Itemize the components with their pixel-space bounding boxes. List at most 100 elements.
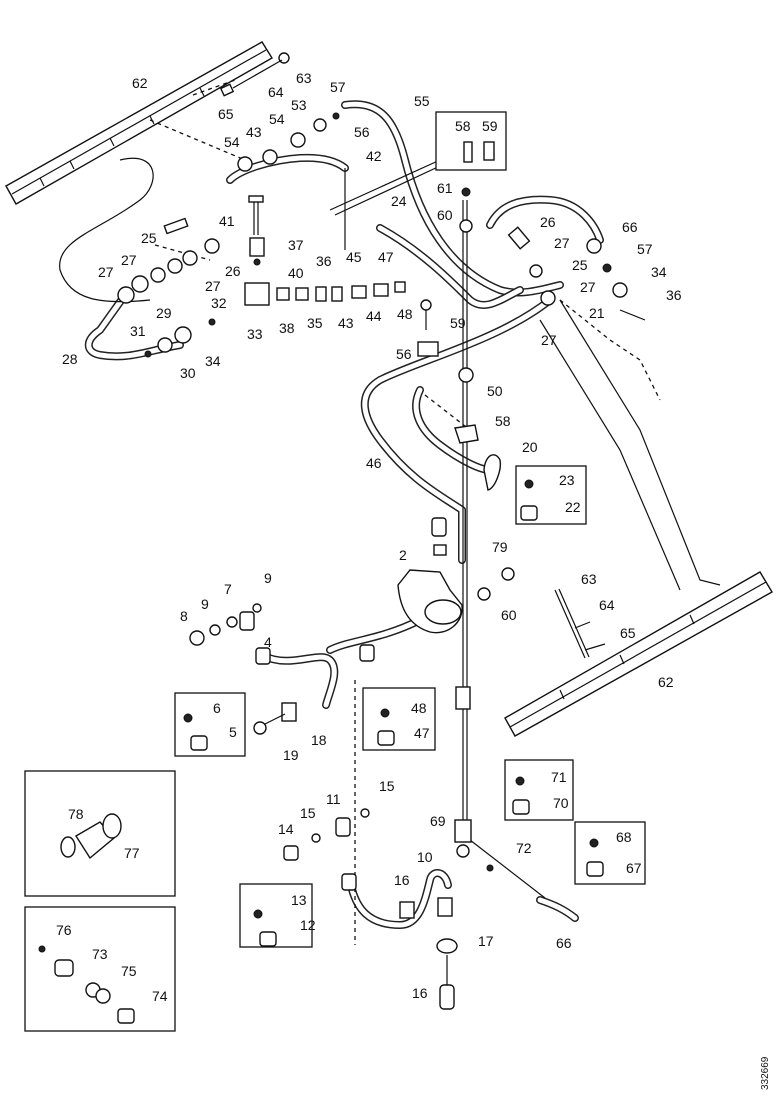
callout-label: 47 (378, 249, 394, 265)
callout-label: 15 (300, 805, 316, 821)
callout-label: 27 (121, 252, 137, 268)
callout-label: 67 (626, 860, 642, 876)
callout-label: 41 (219, 213, 235, 229)
callout-label: 66 (556, 935, 572, 951)
callout-label: 65 (218, 106, 234, 122)
callout-label: 61 (437, 180, 453, 196)
callout-label: 27 (98, 264, 114, 280)
callout-label: 20 (522, 439, 538, 455)
callout-label: 15 (379, 778, 395, 794)
callout-label: 27 (541, 332, 557, 348)
callout-label: 59 (450, 315, 466, 331)
callout-label: 57 (330, 79, 346, 95)
callout-label: 43 (246, 124, 262, 140)
callout-label: 27 (205, 278, 221, 294)
callout-label: 6 (213, 700, 221, 716)
callout-label: 69 (430, 813, 446, 829)
callout-label: 60 (501, 607, 517, 623)
callout-label: 45 (346, 249, 362, 265)
callout-label: 66 (622, 219, 638, 235)
callout-label: 59 (482, 118, 498, 134)
callout-label: 8 (180, 608, 188, 624)
callout-label: 23 (559, 472, 575, 488)
callout-label: 64 (268, 84, 284, 100)
callout-label: 34 (205, 353, 221, 369)
callout-label: 56 (396, 346, 412, 362)
callout-label: 13 (291, 892, 307, 908)
callout-label: 55 (414, 93, 430, 109)
callout-label: 22 (565, 499, 581, 515)
callout-label: 14 (278, 821, 294, 837)
callout-label: 72 (516, 840, 532, 856)
callout-label: 19 (283, 747, 299, 763)
callout-label: 28 (62, 351, 78, 367)
callout-label: 16 (412, 985, 428, 1001)
callout-label: 7 (224, 581, 232, 597)
callout-label: 16 (394, 872, 410, 888)
callout-label: 71 (551, 769, 567, 785)
callout-label: 25 (572, 257, 588, 273)
callout-label: 35 (307, 315, 323, 331)
callout-label: 21 (589, 305, 605, 321)
callout-label: 11 (326, 791, 341, 807)
callout-label: 58 (455, 118, 471, 134)
callout-label: 79 (492, 539, 508, 555)
callout-label: 78 (68, 806, 84, 822)
callout-label: 73 (92, 946, 108, 962)
callout-label: 43 (338, 315, 354, 331)
frame-rail-top (5, 41, 273, 205)
frame-rail-right (504, 571, 773, 737)
callout-label: 33 (247, 326, 263, 342)
callout-label: 10 (417, 849, 433, 865)
bracket-outline (539, 299, 721, 591)
callout-label: 54 (224, 134, 240, 150)
callout-label: 44 (366, 308, 382, 324)
callout-label: 36 (666, 287, 682, 303)
callout-label: 62 (658, 674, 674, 690)
thin-lines (59, 157, 546, 899)
callout-label: 17 (478, 933, 494, 949)
callout-label: 31 (130, 323, 146, 339)
callout-label: 57 (637, 241, 653, 257)
callout-label: 40 (288, 265, 304, 281)
callout-label: 27 (554, 235, 570, 251)
callout-label: 34 (651, 264, 667, 280)
callout-label: 5 (229, 724, 237, 740)
callout-label: 18 (311, 732, 327, 748)
callout-label: 12 (300, 917, 316, 933)
callout-label: 26 (540, 214, 556, 230)
callout-label: 4 (264, 634, 272, 650)
callout-label: 48 (397, 306, 413, 322)
dashed-leaders (149, 79, 471, 945)
callout-label: 46 (366, 455, 382, 471)
callout-label: 32 (211, 295, 227, 311)
callout-label: 64 (599, 597, 615, 613)
callout-label: 58 (495, 413, 511, 429)
callout-label: 37 (288, 237, 304, 253)
callout-label: 53 (291, 97, 307, 113)
callout-label: 26 (225, 263, 241, 279)
callout-label: 42 (366, 148, 382, 164)
callout-label: 75 (121, 963, 137, 979)
inset-box-bottom (24, 906, 176, 1032)
callout-label: 56 (354, 124, 370, 140)
callout-label: 38 (279, 320, 295, 336)
callout-label: 63 (581, 571, 597, 587)
fittings (117, 52, 646, 1010)
callout-label: 77 (124, 845, 140, 861)
callout-label: 9 (201, 596, 209, 612)
callout-label: 9 (264, 570, 272, 586)
callout-label: 74 (152, 988, 168, 1004)
callout-label: 2 (399, 547, 407, 563)
callout-label: 24 (391, 193, 407, 209)
callout-label: 70 (553, 795, 569, 811)
callout-label: 63 (296, 70, 312, 86)
inset-box-top (24, 770, 176, 897)
callout-label: 54 (269, 111, 285, 127)
callout-label: 62 (132, 75, 148, 91)
callout-label: 47 (414, 725, 430, 741)
callout-label: 29 (156, 305, 172, 321)
callout-label: 36 (316, 253, 332, 269)
